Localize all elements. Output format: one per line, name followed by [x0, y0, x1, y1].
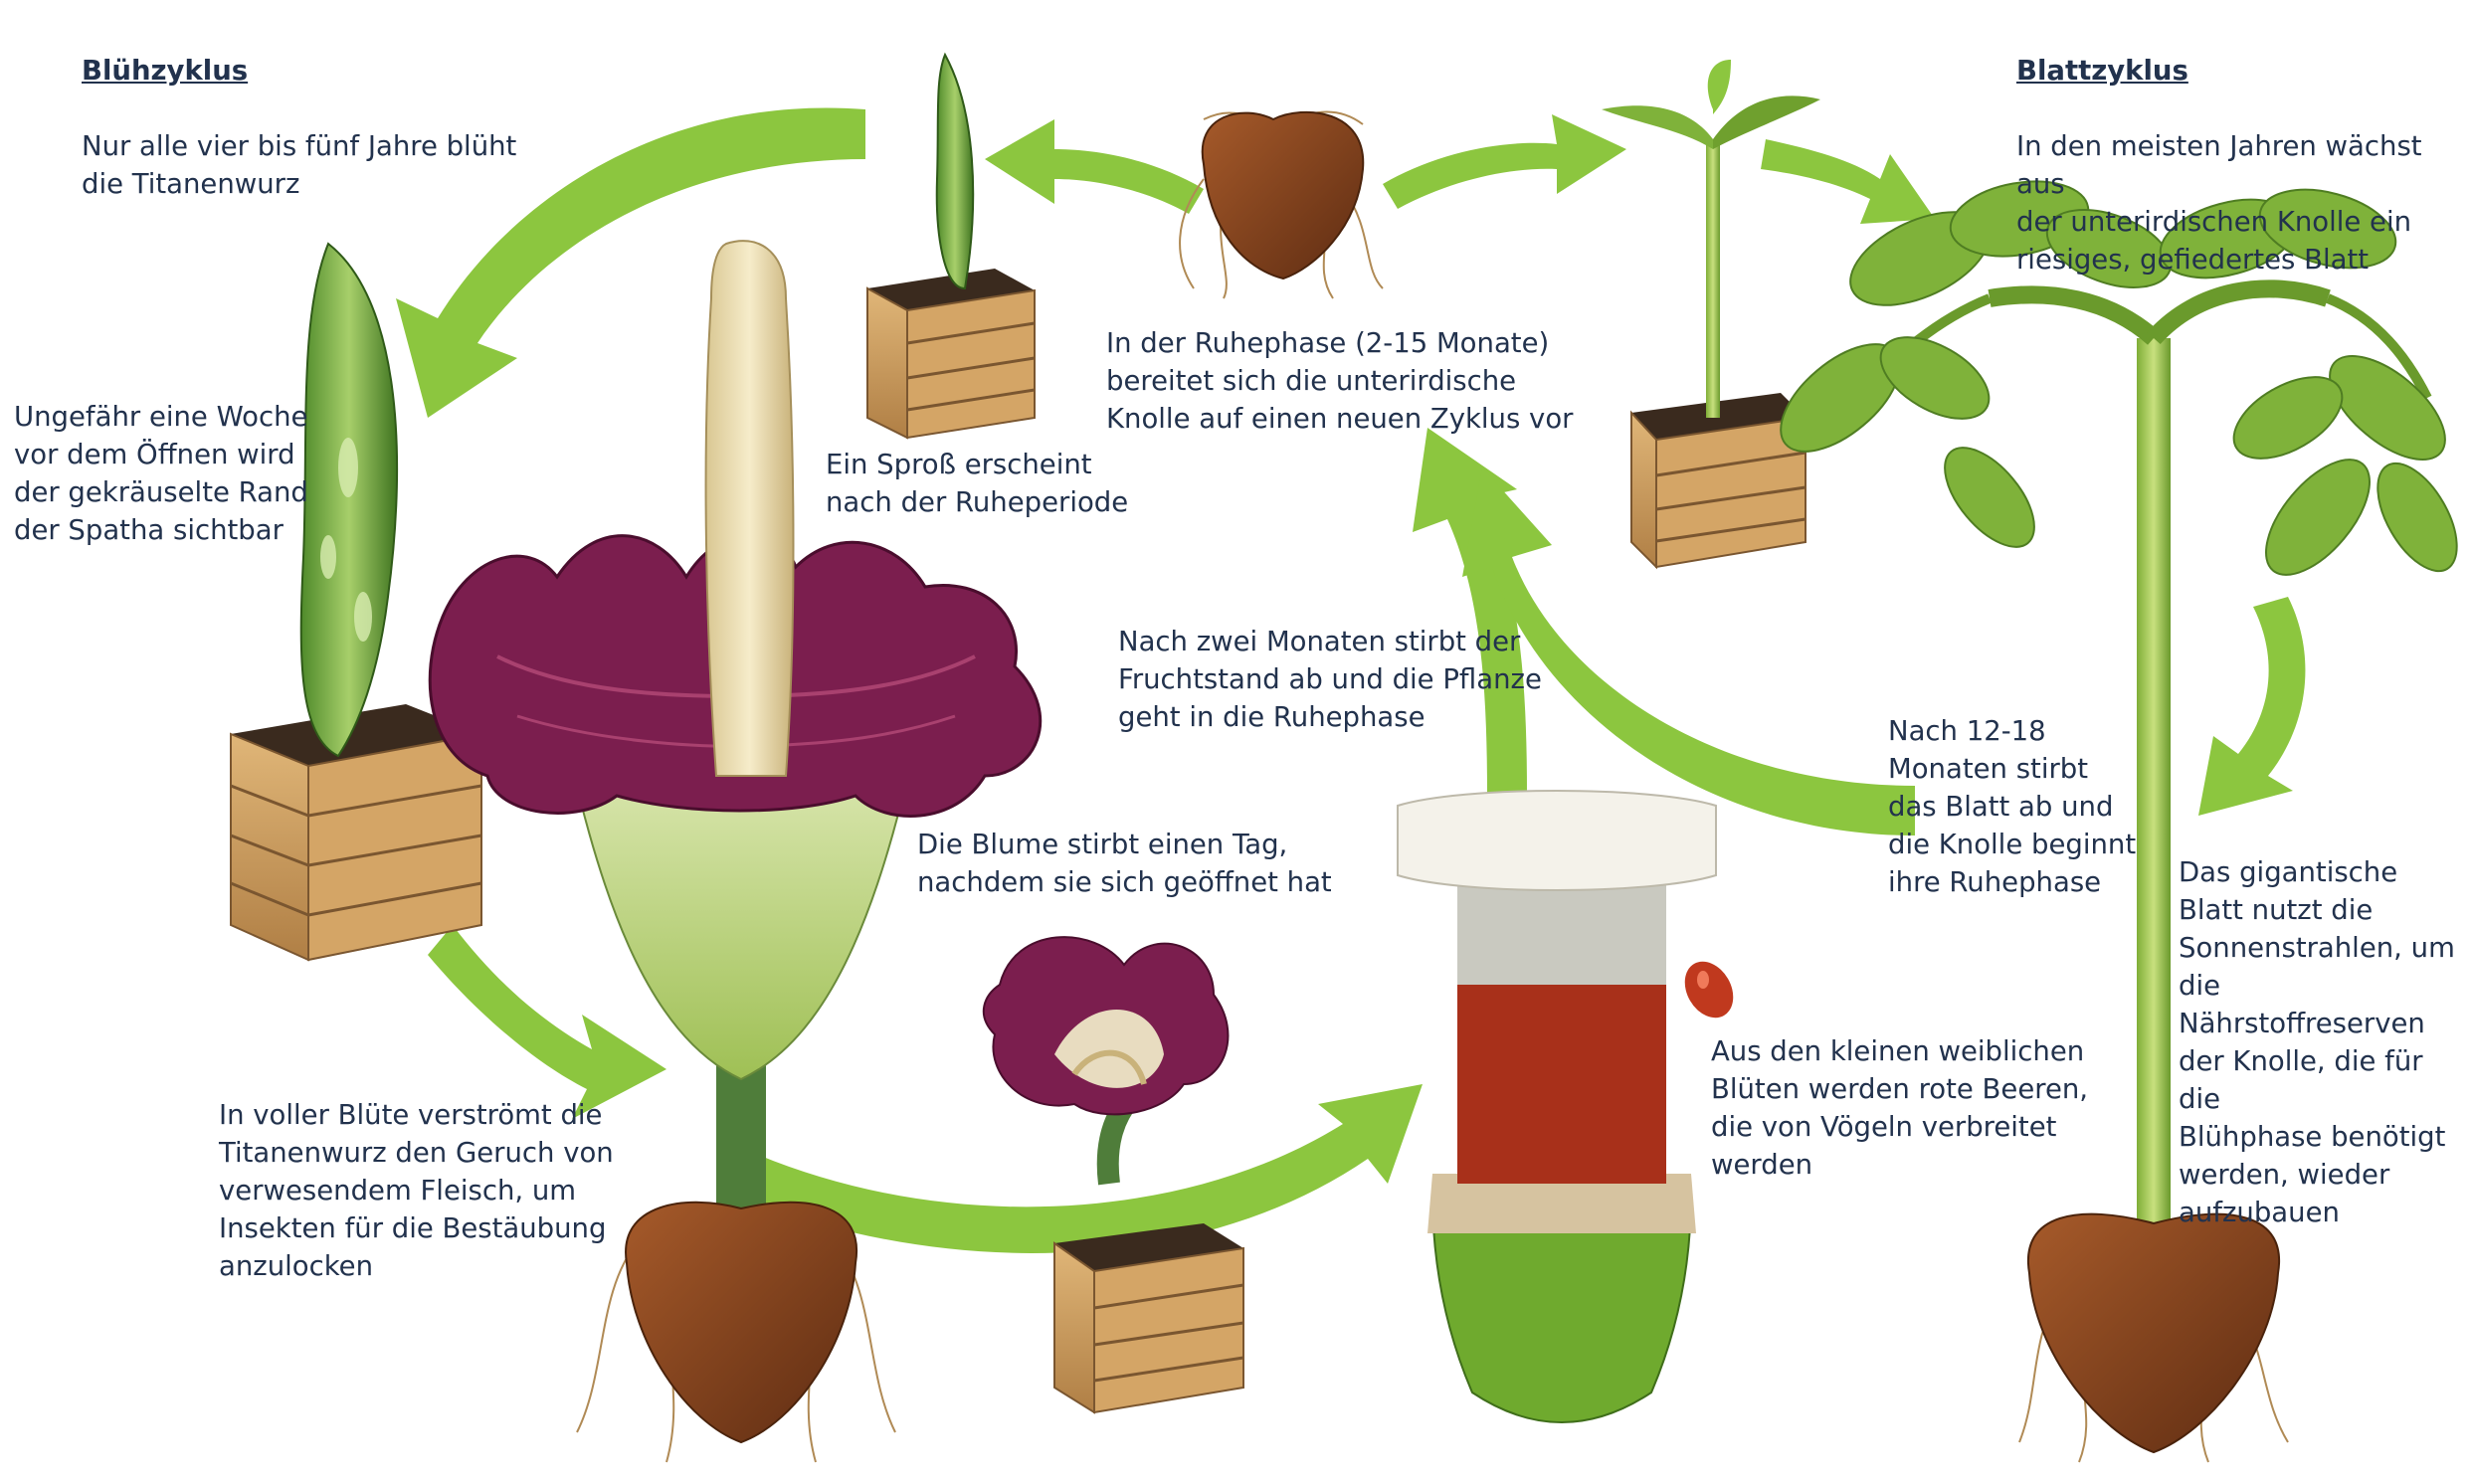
caption-leaf-dies: Nach 12-18 Monaten stirbt das Blatt ab u…	[1888, 712, 2136, 901]
leaf-cycle-heading: Blattzyklus	[2016, 52, 2471, 90]
fruit-stand	[1398, 791, 1743, 1422]
young-leaf-sprout	[1602, 60, 1820, 418]
closed-spathe-bud	[301, 244, 397, 756]
leaf-cycle-block: Blattzyklus In den meisten Jahren wächst…	[2016, 14, 2471, 278]
arrow-leaf-to-tuber	[2198, 597, 2305, 816]
dormant-tuber	[1180, 112, 1383, 299]
bloom-tuber	[577, 1203, 895, 1462]
caption-spathe-edge: Ungefähr eine Woche vor dem Öffnen wird …	[14, 398, 308, 549]
bloom-cycle-heading: Blühzyklus	[82, 52, 516, 90]
caption-full-bloom: In voller Blüte verströmt die Titanenwur…	[219, 1096, 614, 1285]
arrow-tuber-to-sprout	[1383, 114, 1626, 209]
caption-berries: Aus den kleinen weiblichen Blüten werden…	[1711, 1032, 2088, 1184]
shoot-crate	[867, 269, 1035, 438]
caption-fruit-dies: Nach zwei Monaten stirbt der Fruchtstand…	[1118, 623, 1542, 736]
shoot-sprout	[937, 55, 973, 288]
caption-dormancy: In der Ruhephase (2-15 Monate) bereitet …	[1106, 324, 1573, 438]
bud-crate	[231, 704, 481, 960]
arrow-tuber-to-shoot	[985, 119, 1204, 214]
arrow-bud-to-bloom	[428, 925, 666, 1119]
sprout-crate	[1631, 393, 1806, 567]
bloom-cycle-text: Nur alle vier bis fünf Jahre blüht die T…	[82, 130, 516, 200]
wilted-flower	[984, 937, 1229, 1184]
caption-shoot: Ein Sproß erscheint nach der Ruheperiode	[826, 446, 1128, 521]
leaf-cycle-text: In den meisten Jahren wächst aus der unt…	[2016, 130, 2422, 276]
arrow-fruit-to-dormancy	[1413, 428, 1527, 796]
bloom-cycle-block: Blühzyklus Nur alle vier bis fünf Jahre …	[82, 14, 516, 203]
wilted-flower-crate	[1054, 1223, 1243, 1412]
arrow-sprout-to-leaf	[1761, 139, 1935, 224]
caption-giant-leaf: Das gigantische Blatt nutzt die Sonnenst…	[2179, 853, 2471, 1231]
caption-flower-dies: Die Blume stirbt einen Tag, nachdem sie …	[917, 826, 1332, 901]
